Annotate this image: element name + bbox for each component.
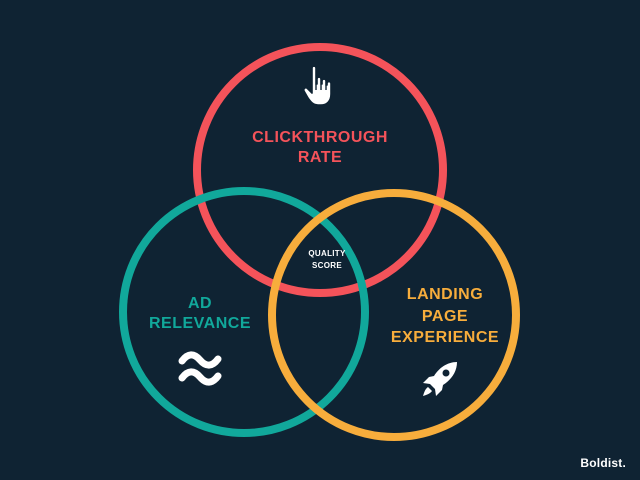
clickthrough-rate-label: CLICKTHROUGH RATE [220, 128, 420, 168]
landing-page-experience-label: LANDING PAGE EXPERIENCE [355, 284, 535, 349]
landing-page-line-1: LANDING [406, 286, 484, 303]
wave-icon [177, 348, 223, 388]
landing-page-line-3: EXPERIENCE [390, 329, 500, 347]
ad-relevance-line-1: AD [187, 295, 213, 312]
ad-relevance-circle [119, 187, 369, 437]
landing-page-circle [268, 189, 520, 441]
rocket-icon [419, 358, 461, 400]
quality-score-line-1: QUALITY [308, 249, 346, 258]
quality-score-line-2: SCORE [312, 260, 342, 270]
quality-score-label: QUALITY SCORE [280, 248, 374, 271]
clickthrough-rate-line-1: CLICKTHROUGH [252, 129, 388, 146]
clickthrough-rate-line-2: RATE [297, 149, 343, 166]
brand-logo: Boldist. [580, 456, 626, 470]
ad-relevance-line-2: RELEVANCE [149, 315, 251, 332]
clickthrough-circle [193, 43, 447, 297]
pointer-hand-icon [302, 64, 340, 108]
landing-page-line-2: PAGE [421, 307, 469, 325]
ad-relevance-label: AD RELEVANCE [105, 294, 295, 334]
